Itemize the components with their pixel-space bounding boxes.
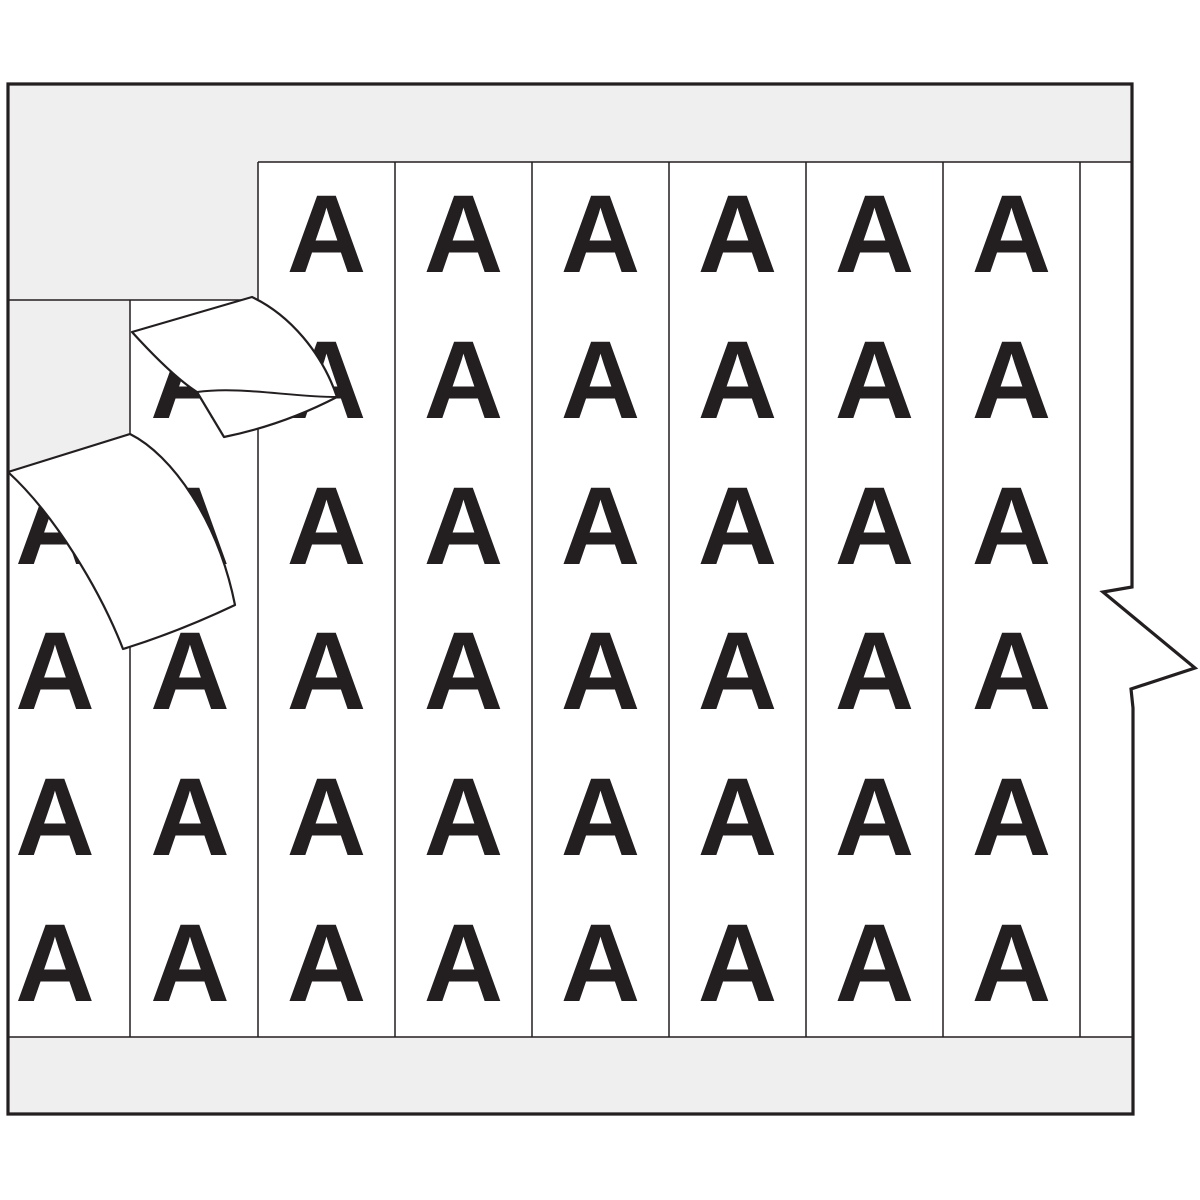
label-letter: A (561, 173, 640, 296)
label-letter: A (424, 173, 503, 296)
label-letter: A (972, 610, 1051, 733)
label-letter: A (972, 756, 1051, 879)
label-letter: A (287, 756, 366, 879)
peeled-label-lower (6, 432, 237, 651)
label-letter: A (972, 173, 1051, 296)
label-letter: A (287, 173, 366, 296)
label-letter: A (15, 610, 94, 733)
label-letter: A (835, 465, 914, 588)
label-letter: A (835, 902, 914, 1025)
label-letter: A (424, 902, 503, 1025)
peeled-label-upper-fold-crease (196, 389, 338, 398)
strip-cut-lines (8, 161, 1132, 1038)
label-letter: A (561, 319, 640, 442)
label-letter: A (698, 610, 777, 733)
label-letter: A (150, 902, 229, 1025)
label-letter: A (424, 756, 503, 879)
label-letter: A (972, 319, 1051, 442)
peeled-label-upper-sheet (130, 295, 339, 439)
label-letter: A (424, 319, 503, 442)
label-letter: A (698, 173, 777, 296)
label-letter: A (287, 902, 366, 1025)
label-letter: A (150, 756, 229, 879)
label-letter: A (561, 902, 640, 1025)
label-letter: A (698, 756, 777, 879)
label-letter: A (15, 902, 94, 1025)
label-letter: A (424, 610, 503, 733)
peeled-label-upper (130, 295, 339, 439)
label-letter: A (15, 756, 94, 879)
label-letter: A (287, 610, 366, 733)
label-letter: A (698, 319, 777, 442)
label-letter: A (561, 610, 640, 733)
label-letter: A (698, 902, 777, 1025)
label-letter: A (835, 173, 914, 296)
main-label-sheet (258, 162, 1195, 1037)
label-letter: A (698, 465, 777, 588)
label-letter: A (561, 756, 640, 879)
card-border (6, 82, 1199, 1116)
label-letter: A (287, 465, 366, 588)
label-letter: A (835, 756, 914, 879)
label-letter: A (561, 465, 640, 588)
peeled-label-lower-sheet (6, 432, 237, 651)
label-letter: A (972, 902, 1051, 1025)
label-letter: A (424, 465, 503, 588)
label-letter: A (835, 610, 914, 733)
label-letters: AAAAAAAAAAAAAAAAAAAAAAAAAAAAAAAAAAAAAAAA… (15, 173, 1051, 1025)
label-letter: A (972, 465, 1051, 588)
label-letter: A (835, 319, 914, 442)
